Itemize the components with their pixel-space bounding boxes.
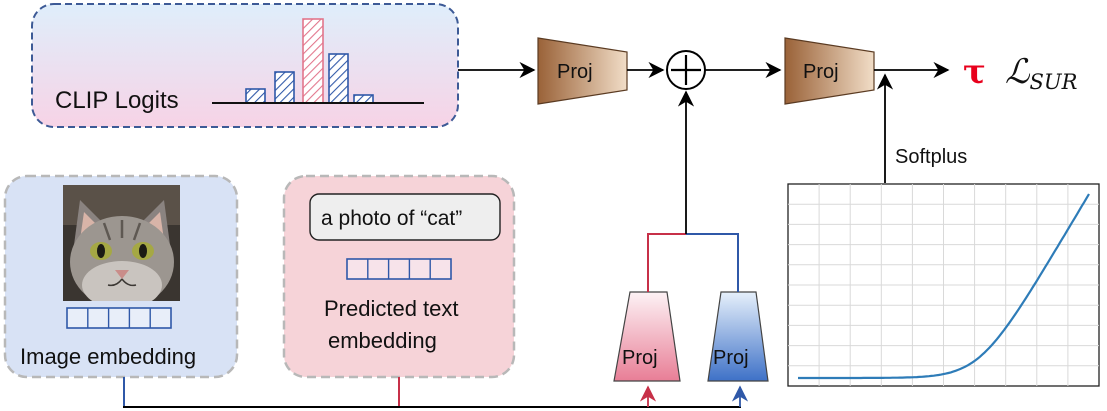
- softplus-plot: [787, 183, 1100, 387]
- proj-bottom-pink-label: Proj: [622, 347, 658, 369]
- softplus-label: Softplus: [895, 146, 967, 168]
- cat-image: [63, 185, 180, 301]
- prompt-text: a photo of “cat”: [321, 207, 462, 230]
- text-embedding-vector: [346, 258, 452, 280]
- text-embedding-label-line2: embedding: [328, 328, 437, 353]
- proj-top-right-label: Proj: [803, 61, 839, 83]
- pink-merge-line: [647, 233, 686, 292]
- image-embedding-label: Image embedding: [20, 344, 196, 369]
- logit-bar-5: [353, 94, 374, 104]
- loss-subscript: SUR: [1030, 70, 1078, 94]
- logits-box: [31, 3, 459, 128]
- logits-label: CLIP Logits: [55, 87, 179, 114]
- sum-node: [666, 50, 706, 90]
- proj-top-right: Proj: [784, 37, 875, 105]
- tau-symbol: τ: [963, 52, 986, 92]
- proj-bottom-pink: Proj: [613, 291, 681, 382]
- softplus-grid: [788, 184, 1099, 386]
- blue-merge-line: [686, 233, 739, 292]
- proj-bottom-blue: Proj: [707, 291, 769, 382]
- logits-histogram: [212, 18, 424, 104]
- image-embedding-vector: [66, 307, 172, 329]
- proj-bottom-blue-label: Proj: [713, 347, 749, 369]
- loss-script-letter: ℒ: [1005, 52, 1031, 92]
- proj-top-left: Proj: [537, 37, 628, 105]
- proj-top-left-label: Proj: [557, 61, 593, 83]
- logit-bar-1: [245, 88, 266, 104]
- softplus-curve: [798, 193, 1090, 380]
- logit-bar-2: [274, 71, 295, 104]
- prompt-box: [309, 193, 501, 241]
- logit-bar-4: [328, 53, 349, 104]
- loss-symbol: ℒSUR: [1005, 52, 1078, 94]
- logit-bar-3-highlighted: [302, 18, 324, 104]
- text-embedding-label-line1: Predicted text: [324, 296, 459, 321]
